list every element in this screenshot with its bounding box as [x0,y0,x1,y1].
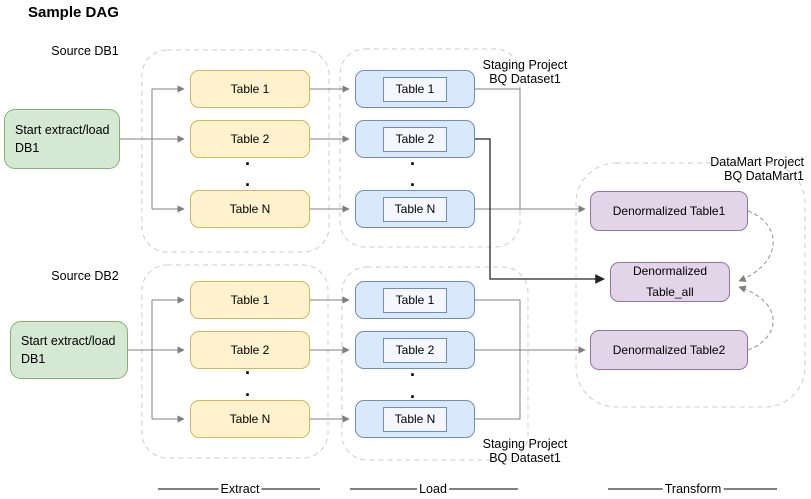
ellipsis-dot: . [410,170,416,190]
extract1-table-2: Table 2 [190,120,310,158]
ellipsis-dot: . [245,149,251,169]
denorm-dependency-curves [738,210,774,351]
staging-project-label-bottom: Staging Project BQ Dataset1 [482,437,568,465]
ellipsis-dot: . [245,380,251,400]
ellipsis-dot: . [410,149,416,169]
load2-table-2-inner: Table 2 [383,337,447,363]
load2-table-n: Table N [355,400,475,438]
stage-label-load: Load [417,482,449,496]
load2-table-n-inner: Table N [383,406,447,432]
db1-connectors [120,85,586,213]
ellipsis-dot: . [245,358,251,378]
source-db2-label: Source DB2 [51,269,119,283]
stage-label-extract: Extract [218,482,262,496]
ellipsis-dot: . [410,360,416,380]
source-db1-label: Source DB1 [51,44,119,58]
extract1-table-n: Table N [190,190,310,228]
datamart-project-label: DataMart Project BQ DataMart1 [710,155,804,183]
denormalized-table1-node: Denormalized Table1 [590,191,748,231]
load2-table-1: Table 1 [355,281,475,319]
extract1-table-1: Table 1 [190,70,310,108]
load1-table-n-inner: Table N [383,196,447,222]
diagram-title: Sample DAG [28,4,119,21]
load2-table-2: Table 2 [355,331,475,369]
load1-table-2-inner: Table 2 [383,126,447,152]
denormalized-table-all-node: Denormalized Table_all [610,262,730,302]
staging-project-label-top: Staging Project BQ Dataset1 [482,58,568,86]
load1-table-1-inner: Table 1 [383,76,447,102]
load2-table-1-inner: Table 1 [383,287,447,313]
extract-db1-container [141,49,330,253]
load-db2-container [341,266,529,461]
extract2-table-1: Table 1 [190,281,310,319]
extract2-table-n: Table N [190,400,310,438]
db2-connectors [128,296,586,423]
stage-label-transform: Transform [662,482,724,496]
extract-db2-container [141,264,329,459]
start-extract-load-db1-node: Start extract/load DB1 [4,109,120,169]
load1-table-n: Table N [355,190,475,228]
start-extract-load-db2-node: Start extract/load DB1 [10,321,128,379]
ellipsis-dot: . [245,170,251,190]
load1-table-1: Table 1 [355,70,475,108]
datamart-container [575,162,806,408]
ellipsis-dot: . [410,382,416,402]
table2-to-denorm-all-connector [475,138,605,284]
extract2-table-2: Table 2 [190,331,310,369]
load1-table-2: Table 2 [355,120,475,158]
denormalized-table2-node: Denormalized Table2 [590,330,748,370]
